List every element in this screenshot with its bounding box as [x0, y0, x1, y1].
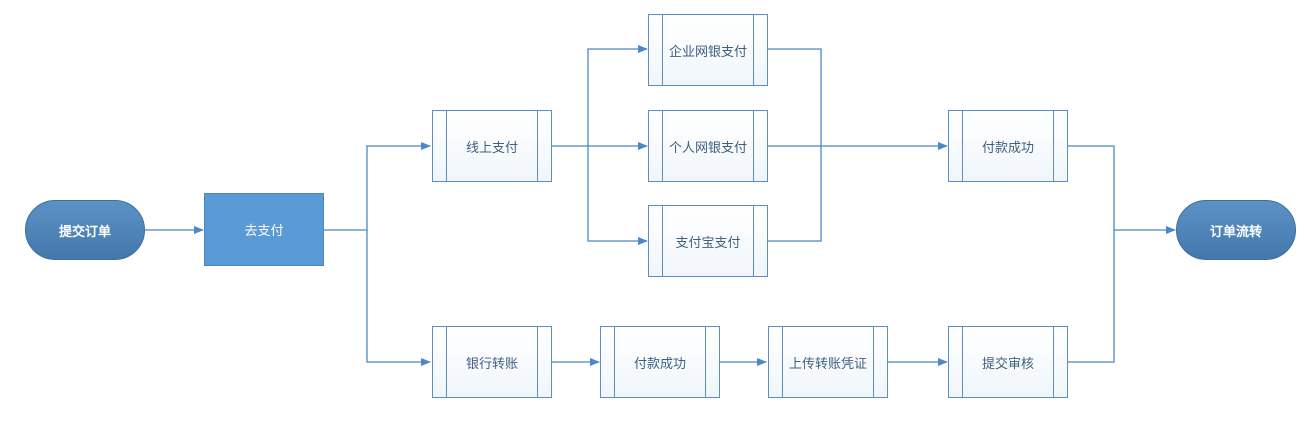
edge-review-merge — [1068, 230, 1115, 363]
pay-success-online-node: 付款成功 — [948, 110, 1068, 182]
edge-success-to-orderflow — [1068, 145, 1176, 234]
online-pay-node: 线上支付 — [432, 110, 552, 182]
edge-corp-merge — [768, 48, 822, 146]
edge-online-to-corp — [552, 45, 648, 147]
edge-alipay-merge — [768, 146, 822, 242]
alipay-pay-node: 支付宝支付 — [648, 205, 768, 277]
corp-bank-pay-node: 企业网银支付 — [648, 14, 768, 86]
upload-voucher-node: 上传转账凭证 — [768, 326, 888, 398]
edge-gopay-to-online — [324, 142, 431, 231]
order-flow-node: 订单流转 — [1176, 200, 1296, 260]
personal-bank-pay-node: 个人网银支付 — [648, 110, 768, 182]
pay-success-transfer-node: 付款成功 — [600, 326, 720, 398]
go-pay-node: 去支付 — [204, 193, 324, 266]
edge-gopay-to-transfer — [366, 230, 431, 366]
bank-transfer-node: 银行转账 — [432, 326, 552, 398]
edge-online-to-alipay — [587, 146, 648, 245]
submit-review-node: 提交审核 — [948, 326, 1068, 398]
submit-order-node: 提交订单 — [25, 200, 145, 260]
